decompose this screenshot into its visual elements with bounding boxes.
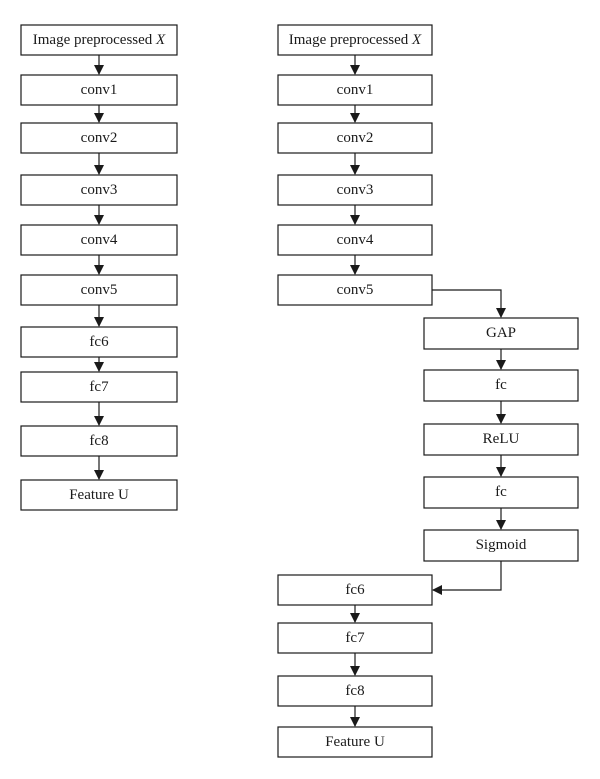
svg-text:Sigmoid: Sigmoid xyxy=(476,537,527,553)
svg-text:conv3: conv3 xyxy=(337,182,374,198)
left-conv1-node: conv1 xyxy=(20,74,178,106)
arrow-conv5-to-gap xyxy=(432,289,506,318)
right-conv2-node: conv2 xyxy=(277,122,433,154)
right-fc8-node: fc8 xyxy=(277,675,433,707)
svg-text:conv4: conv4 xyxy=(81,232,118,248)
svg-text:fc7: fc7 xyxy=(345,630,365,646)
left-conv4-node: conv4 xyxy=(20,224,178,256)
right-input-node: Image preprocessed X xyxy=(277,24,433,56)
right-fc7-node: fc7 xyxy=(277,622,433,654)
left-conv5-node: conv5 xyxy=(20,274,178,306)
svg-text:fc6: fc6 xyxy=(345,582,365,598)
svg-text:Feature U: Feature U xyxy=(325,734,385,750)
right-conv1-node: conv1 xyxy=(277,74,433,106)
attention-sigmoid-node: Sigmoid xyxy=(423,529,579,562)
svg-text:conv1: conv1 xyxy=(337,82,374,98)
left-network: Image preprocessed X conv1 conv2 conv3 c… xyxy=(20,24,178,511)
left-fc8-node: fc8 xyxy=(20,425,178,457)
attention-fc2-node: fc xyxy=(423,476,579,509)
attention-relu-node: ReLU xyxy=(423,423,579,456)
svg-text:conv1: conv1 xyxy=(81,82,118,98)
right-conv5-node: conv5 xyxy=(277,274,433,306)
svg-text:conv5: conv5 xyxy=(81,282,118,298)
right-conv3-node: conv3 xyxy=(277,174,433,206)
svg-text:fc8: fc8 xyxy=(89,433,108,449)
left-conv2-node: conv2 xyxy=(20,122,178,154)
svg-text:Image preprocessed X: Image preprocessed X xyxy=(33,32,166,48)
attention-fc1-node: fc xyxy=(423,369,579,402)
left-conv3-node: conv3 xyxy=(20,174,178,206)
right-output-node: Feature U xyxy=(277,726,433,758)
svg-text:conv3: conv3 xyxy=(81,182,118,198)
svg-text:conv2: conv2 xyxy=(337,130,374,146)
right-fc6-node: fc6 xyxy=(277,574,433,606)
svg-text:fc: fc xyxy=(495,484,507,500)
svg-text:fc6: fc6 xyxy=(89,334,109,350)
svg-text:conv5: conv5 xyxy=(337,282,374,298)
arrow-sigmoid-to-fc6 xyxy=(432,561,502,595)
left-fc6-node: fc6 xyxy=(20,326,178,358)
left-fc7-node: fc7 xyxy=(20,371,178,403)
svg-text:ReLU: ReLU xyxy=(483,431,520,447)
svg-text:conv4: conv4 xyxy=(337,232,374,248)
svg-text:Feature U: Feature U xyxy=(69,487,129,503)
right-conv4-node: conv4 xyxy=(277,224,433,256)
right-network: Image preprocessed X conv1 conv2 conv3 c… xyxy=(277,24,579,758)
svg-text:fc8: fc8 xyxy=(345,683,364,699)
svg-text:fc: fc xyxy=(495,377,507,393)
svg-text:Image preprocessed X: Image preprocessed X xyxy=(289,32,422,48)
left-input-node: Image preprocessed X xyxy=(20,24,178,56)
left-output-node: Feature U xyxy=(20,479,178,511)
attention-gap-node: GAP xyxy=(423,317,579,350)
svg-text:conv2: conv2 xyxy=(81,130,118,146)
svg-text:fc7: fc7 xyxy=(89,379,109,395)
svg-text:GAP: GAP xyxy=(486,325,516,341)
